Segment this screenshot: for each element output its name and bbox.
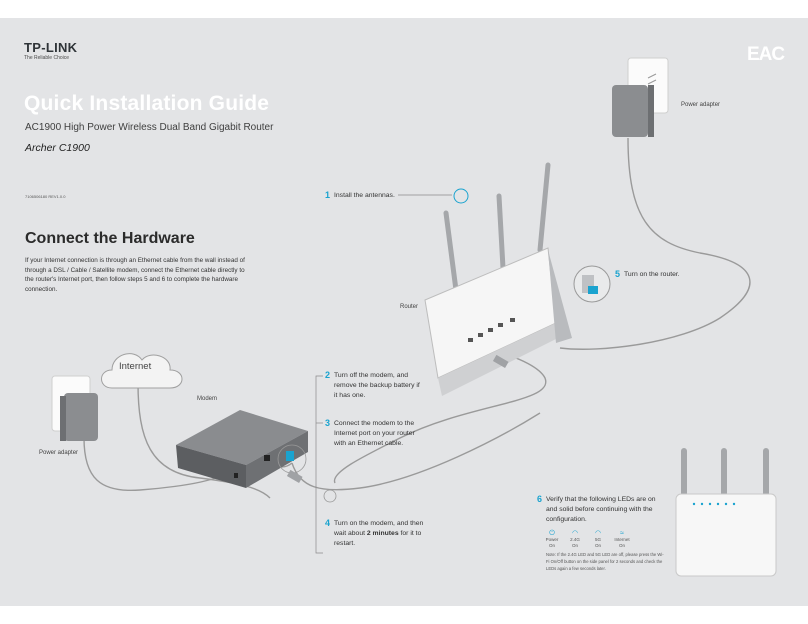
step-6-text: Verify that the following LEDs are on an… [546,496,656,523]
callout-circle-antenna [453,188,469,204]
internet-icon: ≈ [620,530,624,537]
step-2-number: 2 [325,370,331,380]
wifi-2g-icon: ◠ [571,530,579,537]
product-subtitle: AC1900 High Power Wireless Dual Band Gig… [25,122,274,133]
router-front-illustration [675,448,777,577]
label-power-adapter-left: Power adapter [39,450,79,456]
label-router: Router [400,304,419,310]
step-5-number: 5 [615,269,621,279]
callout-circle-cable [323,489,337,503]
model-name: Archer C1900 [25,142,90,154]
step-3-number: 3 [325,418,331,428]
brand-logo: TP-LINK [24,40,78,55]
label-modem: Modem [197,396,218,402]
step-1-text: Install the antennas. [334,192,395,199]
power-adapter-left-illustration [51,375,98,441]
label-power-adapter-top: Power adapter [681,102,721,108]
step-1-number: 1 [325,190,331,200]
step-3-text: Connect the modem to the Internet port o… [334,420,415,447]
step-2-text: Turn off the modem, and remove the backu… [334,372,420,399]
brand-tagline: The Reliable Choice [24,55,70,61]
eac-mark: EAC [747,44,785,65]
step-6-number: 6 [537,494,543,504]
power-icon: ⏻ [549,530,555,537]
doc-number: 7106506180 REV1.0.0 [25,194,66,199]
wifi-5g-icon: ◠ [594,530,602,537]
label-internet: Internet [119,361,152,372]
section-title: Connect the Hardware [25,230,195,247]
power-adapter-top-illustration [612,57,669,137]
callout-leaders [315,194,452,554]
power-button-zoom [573,265,611,303]
ethernet-plugs [286,354,509,483]
modem-illustration [176,410,308,488]
section-intro: If your Internet connection is through a… [25,257,245,293]
step-4-number: 4 [325,518,331,528]
internet-cloud-illustration [101,353,183,389]
step-4-text: Turn on the modem, and then wait about 2… [334,520,424,547]
guide-sheet: TP-LINK The Reliable Choice EAC Quick In… [0,18,808,606]
led-note: Note: If the 2.4G LED and 5G LED are off… [546,552,664,571]
step-5-text: Turn on the router. [624,271,680,278]
page-title: Quick Installation Guide [24,92,270,115]
hardware-illustration [51,57,777,577]
